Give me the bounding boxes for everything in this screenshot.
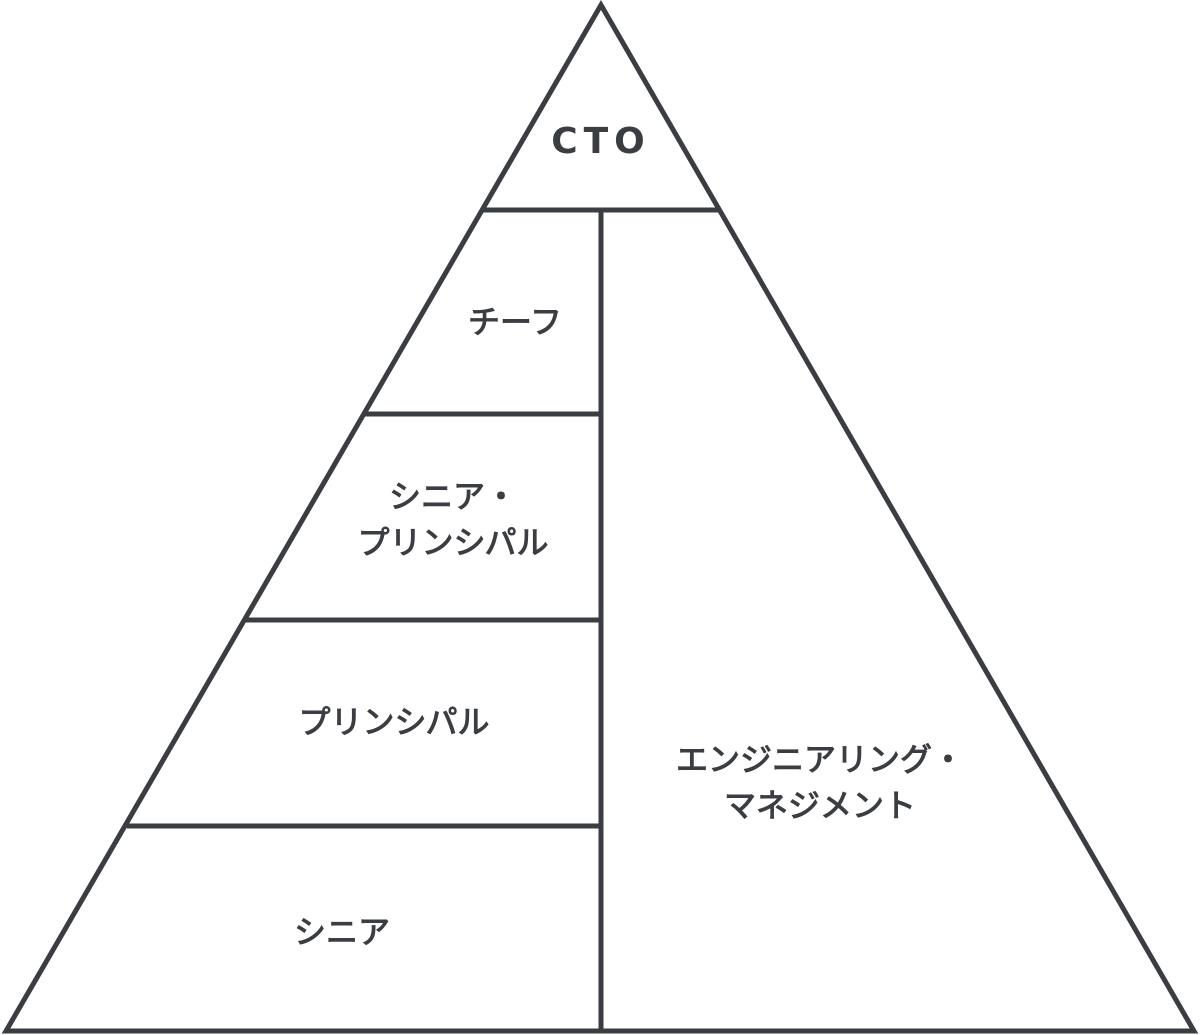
tier-label-senior-principal: シニア・ プリンシパル [357, 477, 549, 562]
tier-label-senior: シニア [293, 912, 391, 951]
tier-label-chief: チーフ [467, 302, 563, 341]
engineering-management-label: エンジニアリング・ マネジメント [675, 740, 965, 825]
tier-label-principal: プリンシパル [298, 702, 490, 741]
apex-label-cto: CTO [551, 120, 651, 162]
